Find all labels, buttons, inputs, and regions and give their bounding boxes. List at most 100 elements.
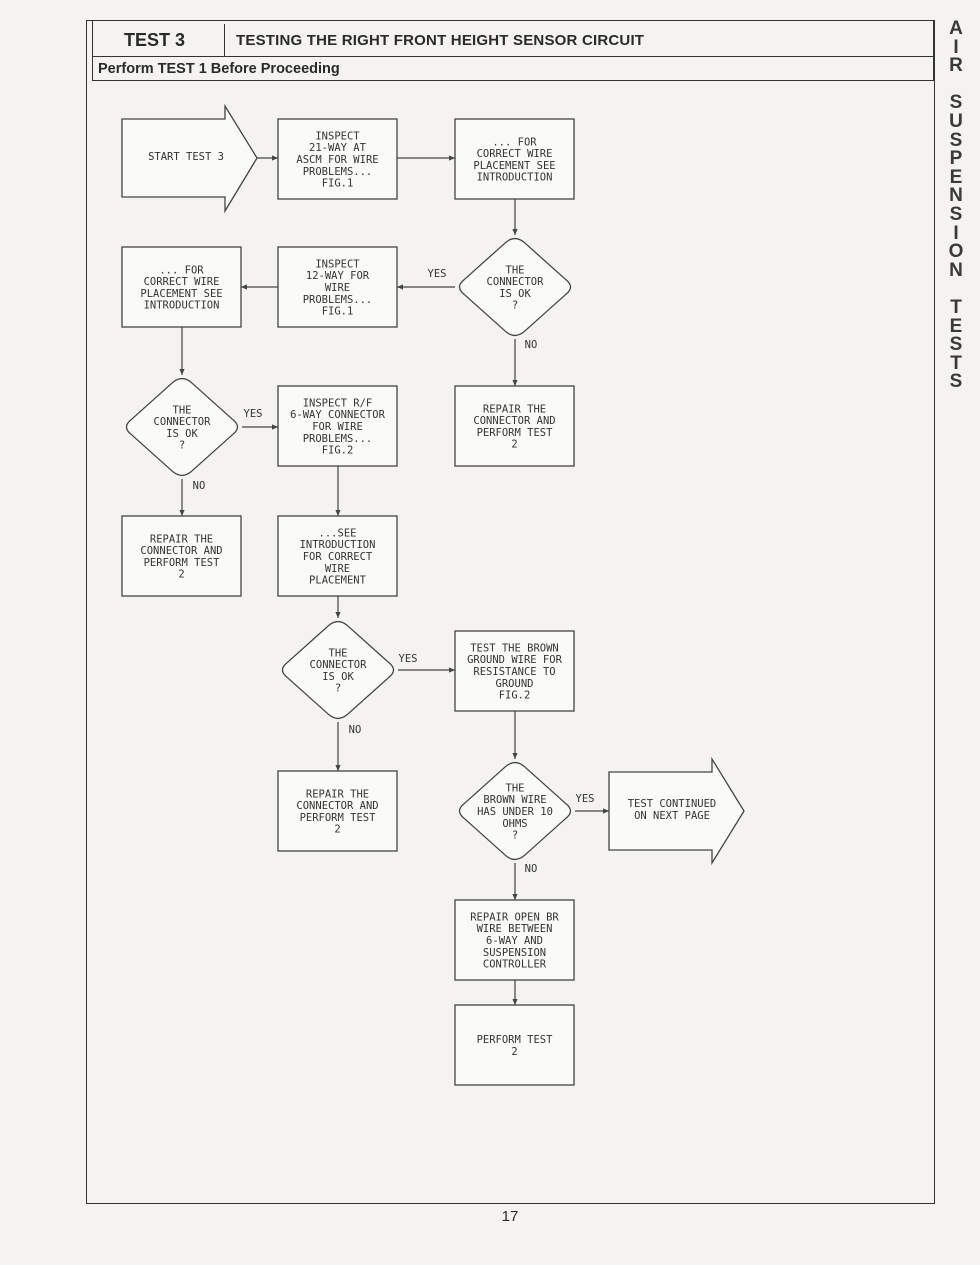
test_brown-box (454, 630, 575, 712)
connector-repairopen-perform2-arrowhead (512, 999, 518, 1005)
connector-dec1-repair1-arrowhead (512, 380, 518, 386)
placement1-text: ... FOR (492, 136, 537, 148)
dec1-text: CONNECTOR (487, 276, 545, 288)
see_intro-text: FOR CORRECT (303, 551, 373, 563)
repair3-box (277, 770, 398, 852)
inspectRF-text: FOR WIRE (312, 421, 363, 433)
start-text: START TEST 3 (148, 151, 224, 163)
yes-label: YES (576, 793, 595, 805)
connector-inspect21-placement1-arrowhead (449, 155, 455, 161)
inspectRF-text: INSPECT R/F (303, 397, 373, 409)
inspect12-text: PROBLEMS... (303, 294, 373, 306)
repair_open-text: 6-WAY AND (486, 935, 543, 947)
repair3-text: REPAIR THE (306, 788, 369, 800)
no-label: NO (193, 480, 206, 492)
connector-seeintro-dec3-arrowhead (335, 612, 341, 618)
connector-dec1-inspect12-arrowhead (397, 284, 403, 290)
repair_open-text: CONTROLLER (483, 959, 547, 971)
side-tab-letter: T (950, 352, 962, 374)
inspect21-box (277, 118, 398, 200)
connector-dec4-continued-arrowhead (603, 808, 609, 814)
dec3-text: IS OK (322, 671, 354, 683)
header-row-divider (92, 56, 934, 57)
repair_open-text: WIRE BETWEEN (477, 923, 553, 935)
side-tab-letter: S (949, 129, 963, 151)
dec4-text: BROWN WIRE (483, 794, 546, 806)
see_intro-text: INTRODUCTION (300, 539, 376, 551)
inspect21-text: ASCM FOR WIRE (296, 154, 378, 166)
see_intro-text: PLACEMENT (309, 575, 367, 587)
dec4-text: ? (512, 830, 518, 842)
side-tab-letter: P (949, 148, 963, 170)
yes-label: YES (428, 268, 447, 280)
placement2-text: CORRECT WIRE (144, 276, 220, 288)
side-tab-letter: A (949, 18, 963, 39)
continued-text: ON NEXT PAGE (634, 810, 710, 822)
perform2-text: 2 (511, 1046, 517, 1058)
page-number: 17 (501, 1208, 519, 1225)
dec4-text: HAS UNDER 10 (477, 806, 553, 818)
dec3-diamond (281, 620, 395, 720)
connector-placement1-dec1-arrowhead (512, 229, 518, 235)
side-tab-letter: N (949, 185, 963, 207)
side-tab-letter: T (950, 296, 962, 318)
placement2-text: ... FOR (159, 264, 204, 276)
yes-label: YES (244, 408, 263, 420)
prerequisite-note: Perform TEST 1 Before Proceeding (98, 61, 340, 77)
placement1-box (454, 118, 575, 200)
start-arrow-shape (121, 103, 258, 214)
side-tab-letter: E (949, 166, 963, 188)
side-tab-letter: U (949, 110, 963, 132)
see_intro-text: ...SEE (319, 527, 357, 539)
inspect12-text: 12-WAY FOR (306, 270, 370, 282)
side-tab-letter: E (949, 315, 963, 337)
side-tab-letter: S (949, 92, 963, 114)
dec4-text: THE (506, 782, 525, 794)
repair1-text: CONNECTOR AND (473, 415, 555, 427)
repair_open-text: REPAIR OPEN BR (470, 911, 559, 923)
inspect12-text: WIRE (325, 282, 350, 294)
connector-dec2-inspectRF-arrowhead (272, 424, 278, 430)
repair2-text: 2 (178, 569, 184, 581)
dec1-text: ? (512, 300, 518, 312)
continued-arrow-shape (608, 756, 745, 866)
repair1-box (454, 385, 575, 467)
inspectRF-text: PROBLEMS... (303, 433, 373, 445)
connector-inspectRF-seeintro-arrowhead (335, 510, 341, 516)
repair1-text: 2 (511, 439, 517, 451)
placement2-text: INTRODUCTION (144, 300, 220, 312)
connector-dec3-testbrown-arrowhead (449, 667, 455, 673)
perform2-box (454, 1004, 575, 1086)
test-title: TESTING THE RIGHT FRONT HEIGHT SENSOR CI… (236, 32, 645, 49)
see_intro-box (277, 515, 398, 597)
side-tab-letter: N (949, 259, 963, 281)
dec3-text: THE (329, 647, 348, 659)
side-tab-letter: S (949, 334, 963, 356)
perform2-text: PERFORM TEST (477, 1034, 554, 1046)
dec2-text: CONNECTOR (154, 416, 212, 428)
repair2-text: PERFORM TEST (144, 557, 221, 569)
side-tab-letter: S (949, 371, 963, 393)
inspectRF-box (277, 385, 398, 467)
dec2-text: ? (179, 440, 185, 452)
dec4-text: OHMS (502, 818, 527, 830)
test_brown-text: GROUND (496, 678, 534, 690)
inspectRF-text: FIG.2 (322, 445, 354, 457)
test_brown-text: RESISTANCE TO (473, 666, 555, 678)
placement2-box (121, 246, 242, 328)
inspectRF-text: 6-WAY CONNECTOR (290, 409, 386, 421)
connector-inspect12-placement2-arrowhead (241, 284, 247, 290)
dec3-text: CONNECTOR (310, 659, 368, 671)
side-tab-letter: O (948, 241, 964, 263)
continued-text: TEST CONTINUED (628, 798, 717, 810)
connector-start-inspect21-arrowhead (272, 155, 278, 161)
repair3-text: PERFORM TEST (300, 812, 377, 824)
placement1-text: INTRODUCTION (477, 172, 553, 184)
connector-testbrown-dec4-arrowhead (512, 753, 518, 759)
repair3-text: CONNECTOR AND (296, 800, 378, 812)
test_brown-text: TEST THE BROWN (470, 642, 559, 654)
repair1-text: PERFORM TEST (477, 427, 554, 439)
no-label: NO (525, 339, 538, 351)
